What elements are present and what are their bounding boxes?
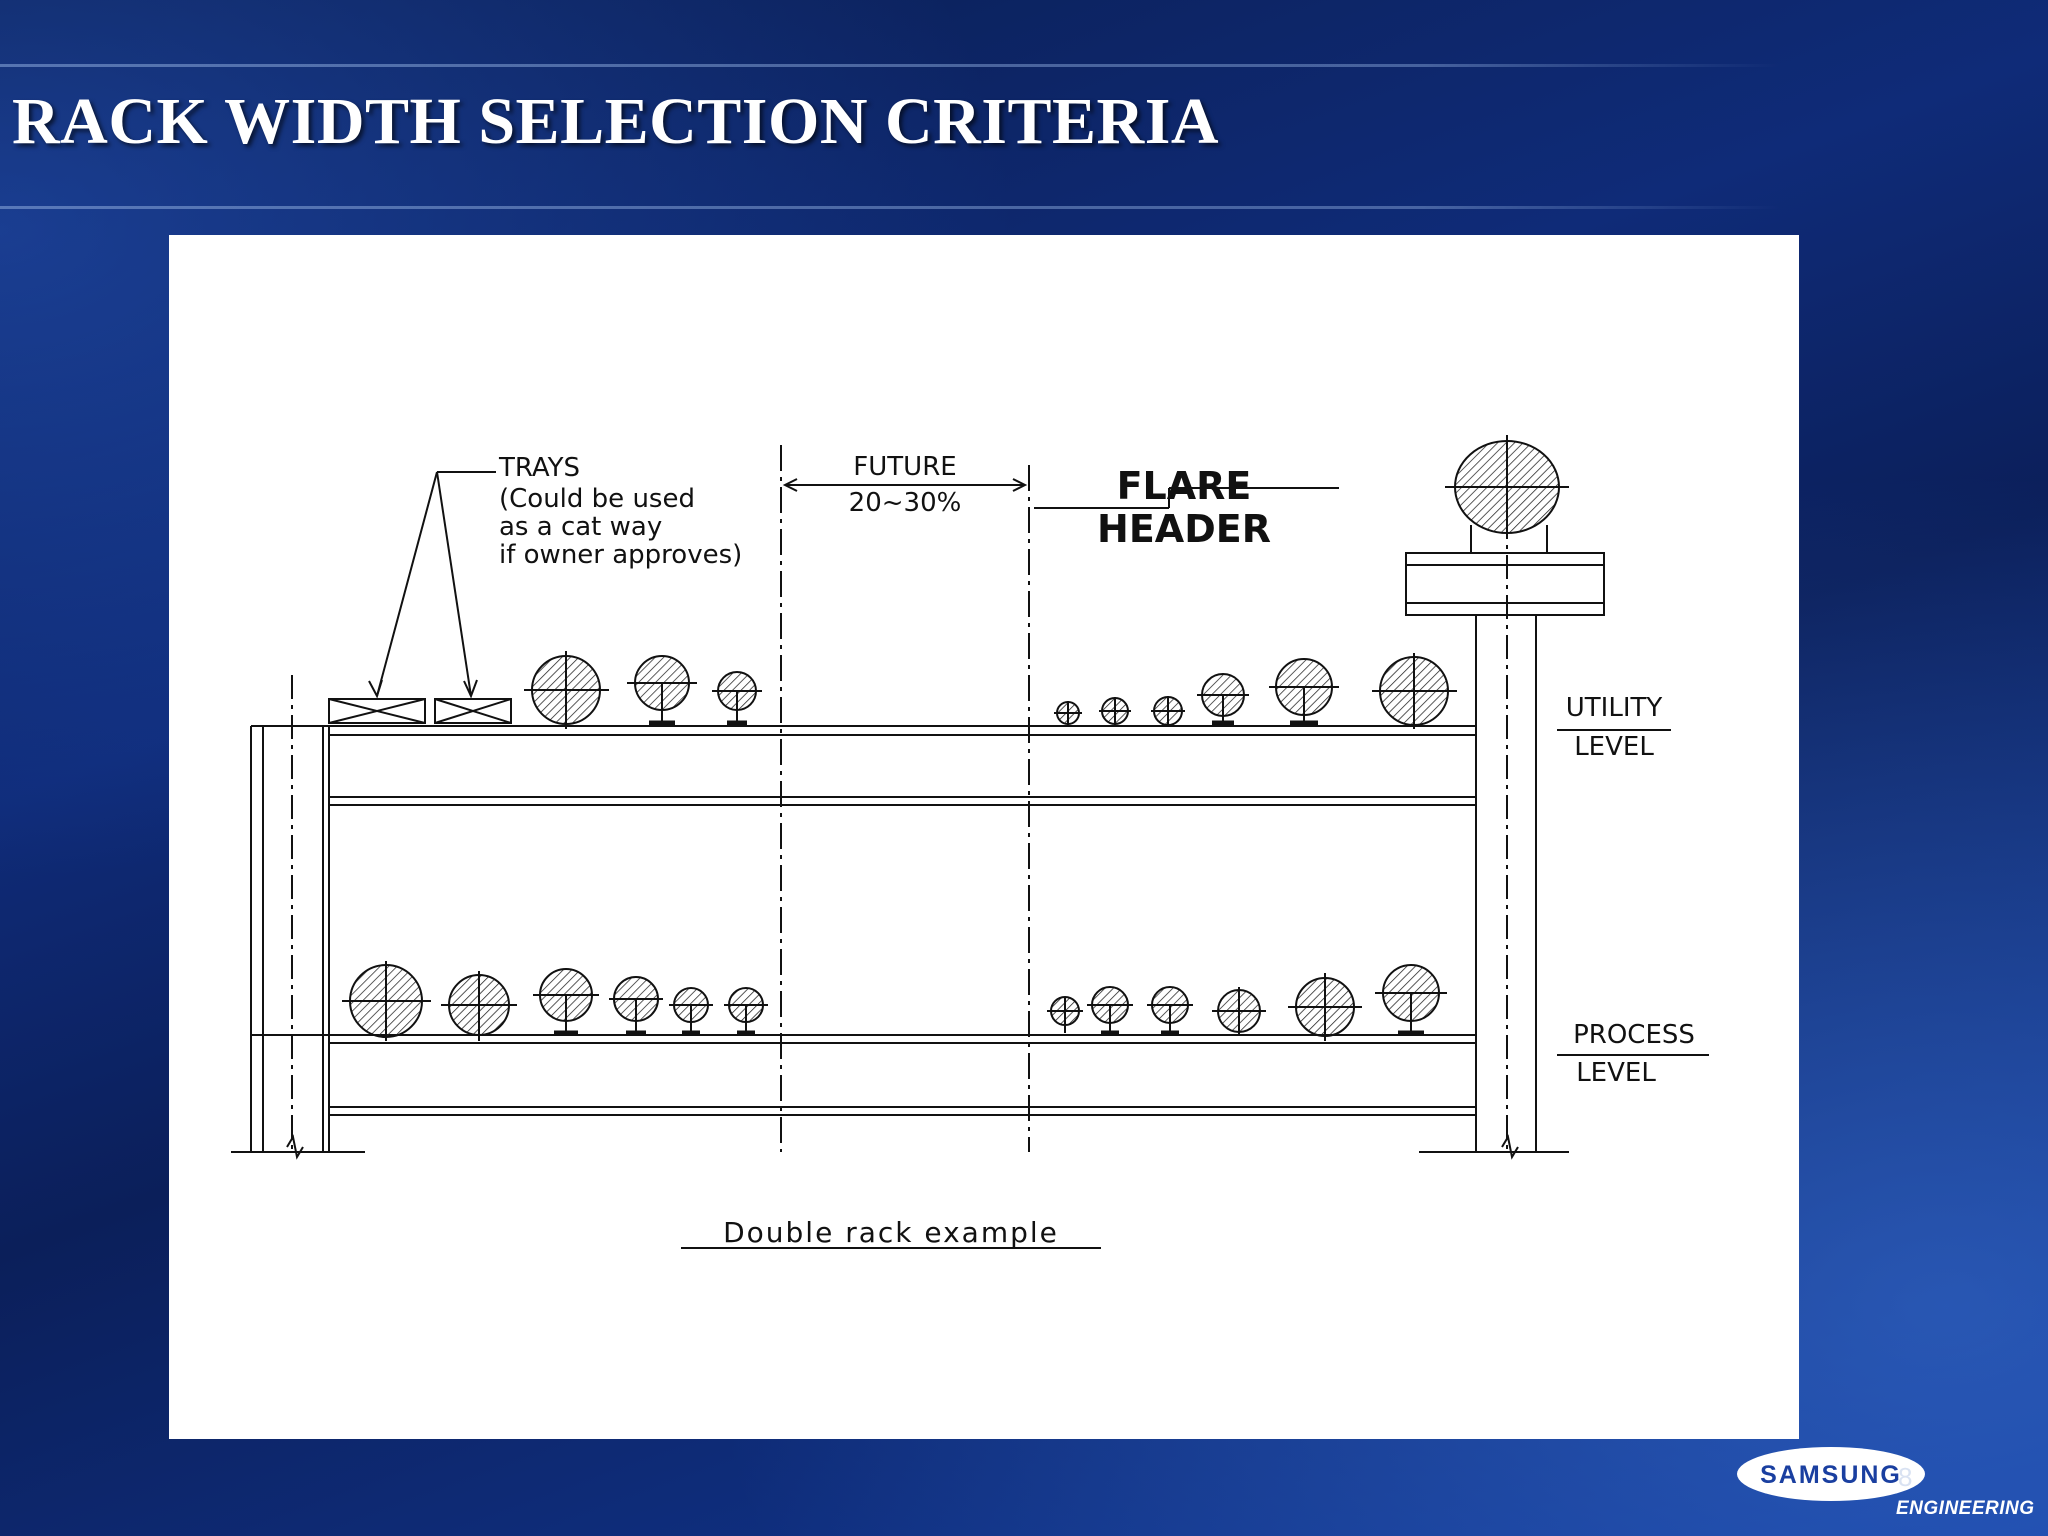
trays-label-line-1: TRAYS — [498, 453, 580, 483]
utility-pipe — [1099, 697, 1131, 725]
slide-title: RACK WIDTH SELECTION CRITERIA — [12, 85, 1220, 158]
process-pipe — [669, 987, 713, 1036]
process-pipe — [609, 976, 663, 1036]
diagram-panel: TRAYS (Could be used as a cat way if own… — [169, 235, 1799, 1439]
utility-pipe — [712, 671, 762, 726]
page-number: 8 — [1898, 1462, 1913, 1492]
samsung-logo-text: SAMSUNG — [1760, 1461, 1902, 1489]
trays-label-line-4: if owner approves) — [499, 540, 742, 570]
process-pipe — [533, 968, 599, 1036]
process-pipe — [1375, 964, 1447, 1036]
flare-header-pipe — [1445, 435, 1569, 535]
utility-pipe — [1197, 673, 1249, 726]
utility-pipe — [1372, 653, 1457, 729]
process-pipe — [1147, 986, 1193, 1036]
process-label: PROCESS — [1573, 1020, 1695, 1050]
trays-label-line-3: as a cat way — [499, 512, 662, 542]
title-divider-bottom — [0, 206, 1780, 209]
process-pipe — [1047, 996, 1083, 1033]
title-divider-top — [0, 64, 1780, 67]
process-pipe — [724, 987, 768, 1036]
utility-pipe — [1151, 696, 1185, 726]
utility-pipe — [1269, 658, 1339, 726]
utility-label: UTILITY — [1566, 693, 1663, 723]
pipes — [342, 435, 1569, 1041]
process-pipe — [441, 971, 517, 1041]
header-label: HEADER — [1097, 507, 1271, 551]
flare-label: FLARE — [1117, 464, 1252, 508]
utility-pipe — [1054, 701, 1082, 725]
engineering-logo-text: ENGINEERING — [1896, 1498, 2035, 1519]
process-level-label: LEVEL — [1576, 1058, 1656, 1088]
utility-pipe — [524, 651, 609, 729]
pipe-rack-drawing: TRAYS (Could be used as a cat way if own… — [231, 435, 1709, 1249]
diagram-caption: Double rack example — [723, 1216, 1059, 1249]
process-pipe — [342, 961, 431, 1041]
process-pipe — [1288, 973, 1362, 1041]
process-pipe — [1087, 986, 1133, 1036]
samsung-logo: SAMSUNG — [1737, 1447, 1925, 1501]
trays-label-line-2: (Could be used — [499, 484, 695, 514]
future-label: FUTURE — [853, 452, 956, 482]
utility-level-label: LEVEL — [1574, 732, 1654, 762]
process-pipe — [1212, 987, 1266, 1035]
future-percent-label: 20~30% — [849, 488, 962, 518]
utility-pipe — [627, 655, 697, 726]
